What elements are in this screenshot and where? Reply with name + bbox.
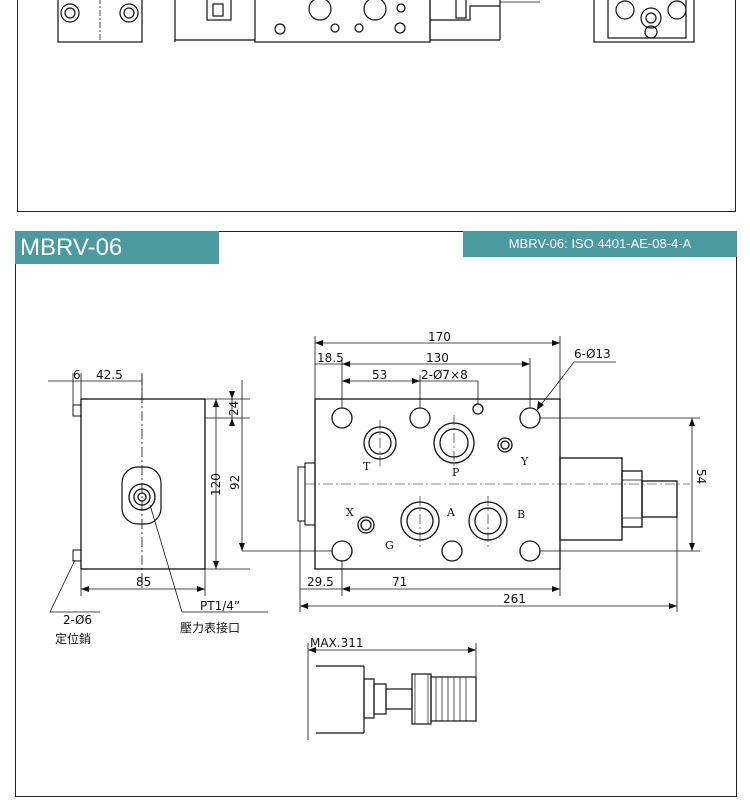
front-view-block [297,398,690,570]
max-length-view [307,643,477,740]
iso-standard-tab: MBRV-06: ISO 4401-AE-08-4-A [463,231,737,257]
dim-42-5: 42.5 [96,368,123,382]
model-title: MBRV-06 [20,234,123,261]
dim-71: 71 [392,575,407,589]
dim-261: 261 [503,592,526,606]
pin-count-label: 2-Ø6 [63,613,92,627]
dimension-labels: 170 18.5 130 53 2-Ø7×8 6-Ø13 6 42.5 24 1… [73,330,708,650]
dim-max-311: MAX.311 [310,636,364,650]
port-labels: T P Y A B X G [346,455,529,552]
iso-standard-label: MBRV-06: ISO 4401-AE-08-4-A [508,236,692,251]
port-a-label: A [446,506,456,519]
top-partial-drawings [57,0,695,43]
dim-120: 120 [209,473,223,496]
port-g-label: G [385,539,394,552]
dim-85: 85 [136,575,151,589]
port-y-label: Y [520,455,529,468]
dim-2-phi7: 2-Ø7×8 [421,368,468,382]
model-title-tab: MBRV-06 [15,231,219,264]
dim-130: 130 [426,351,449,365]
top-drawing-panel [17,0,736,212]
dim-24: 24 [227,401,241,416]
main-drawing-panel [15,231,737,797]
callout-labels: 2-Ø6 定位銷 PT1/4” 壓力表接口 [55,599,240,646]
dim-170: 170 [428,330,451,344]
port-t-label: T [363,460,371,473]
port-b-label: B [517,508,525,521]
port-p-label: P [452,466,460,479]
dim-18-5: 18.5 [317,351,344,365]
dim-92: 92 [228,475,242,490]
dim-6-phi13: 6-Ø13 [574,347,611,361]
port-x-label: X [346,506,354,519]
gauge-port-label: 壓力表接口 [180,620,240,635]
dim-53: 53 [372,368,387,382]
pin-name-label: 定位銷 [55,631,91,646]
dim-29-5: 29.5 [307,575,334,589]
dimension-arrows [81,340,695,609]
dim-6: 6 [73,368,81,382]
side-view-block [72,375,206,590]
gauge-thread-label: PT1/4” [200,599,240,613]
dim-54: 54 [694,469,708,484]
